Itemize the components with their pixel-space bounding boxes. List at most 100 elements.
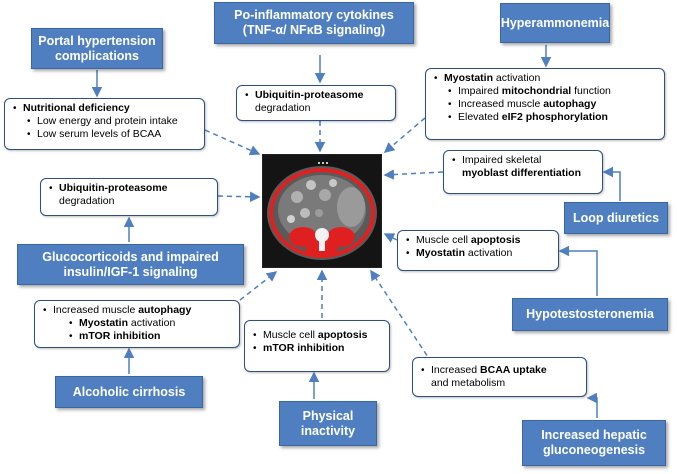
effect-bold-text: Myostatin: [444, 72, 494, 84]
arrow-loop-to-myoblast: [602, 166, 621, 201]
effect-text: Muscle cell: [416, 234, 471, 246]
right-psoas: [327, 227, 355, 247]
effect-item: Increased BCAA uptake: [419, 364, 580, 377]
cause-line: Po-inflammatory cytokines: [234, 8, 394, 22]
effect-text: activation: [465, 247, 513, 259]
cause-hyperammonemia: Hyperammonemia: [500, 3, 610, 43]
effect-subitem: Impaired mitochondrial function: [432, 85, 658, 98]
effect-item: Increased muscle autophagy: [41, 304, 233, 317]
effect-bold-text: apoptosis: [470, 234, 521, 246]
effect-subitem: Elevated eIF2 phosphorylation: [432, 111, 658, 124]
effect-text: Increased muscle: [458, 98, 544, 110]
effect-muscle-autophagy: Increased muscle autophagy Myostatin act…: [34, 300, 240, 348]
effect-myostatin-activation: Myostatin activation Impaired mitochondr…: [425, 68, 665, 140]
effect-item: Ubiquitin-proteasome: [243, 89, 389, 102]
effect-bold-text: Myostatin: [416, 247, 466, 259]
cause-hypotestosteronemia: Hypotestosteronemia: [512, 298, 668, 331]
cause-line: inactivity: [300, 423, 356, 438]
effect-subitem: Low serum levels of BCAA: [11, 128, 198, 141]
ct-muscle-cross-section: [263, 155, 381, 267]
effect-item-continued: myoblast differentiation: [450, 167, 596, 180]
effect-item: Myostatin activation: [404, 247, 552, 260]
effect-ubiquitin-proteasome-left: Ubiquitin-proteasome degradation: [40, 178, 218, 216]
arrow-hypotest-to-apoptosis: [558, 245, 598, 296]
dash-myoblast: [383, 169, 444, 180]
left-psoas: [289, 227, 317, 247]
effect-item: Muscle cell apoptosis: [251, 329, 383, 342]
cause-line: Portal hypertension: [38, 33, 156, 48]
effect-bold-text: Ubiquitin-proteasome: [255, 89, 364, 101]
cause-line: Physical: [302, 408, 354, 423]
vertebra: [315, 228, 329, 242]
dash-ups-left: [217, 191, 261, 203]
effect-subitem: Increased muscle autophagy: [432, 98, 658, 111]
dashed-connectors: [204, 117, 444, 364]
effect-bold-text: mitochondrial: [501, 85, 572, 97]
ct-scan-image: [263, 155, 381, 267]
effect-bold-text: Nutritional deficiency: [23, 102, 130, 114]
effect-item-continued: and metabolism: [431, 377, 506, 389]
cause-line: Increased hepatic: [541, 428, 647, 442]
cause-line: Loop diuretics: [572, 210, 660, 225]
effect-item: Impaired skeletal: [450, 154, 596, 167]
arrow-gluconeo-to-bcaa: [586, 392, 598, 418]
effect-bold-text: eIF2 phosphorylation: [501, 111, 608, 123]
dash-autophagy: [239, 271, 278, 301]
cause-line: (TNF-α/ NFκB signaling): [242, 23, 386, 37]
cause-line: Hypotestosteronemia: [526, 307, 654, 321]
effect-text: activation: [128, 317, 176, 329]
effect-bold-text: myoblast differentiation: [462, 167, 582, 179]
effect-text: Impaired: [458, 85, 502, 97]
effect-bold-text: Myostatin: [79, 317, 129, 329]
effect-bold-text: autophagy: [138, 304, 192, 316]
effect-bcaa-uptake: Increased BCAA uptake and metabolism: [412, 357, 587, 397]
cause-proinflammatory-cytokines: Po-inflammatory cytokines (TNF-α/ NFκB s…: [214, 2, 414, 44]
cause-alcoholic-cirrhosis: Alcoholic cirrhosis: [55, 376, 203, 408]
effect-ubiquitin-proteasome-top: Ubiquitin-proteasome degradation: [236, 85, 396, 121]
cause-loop-diuretics: Loop diuretics: [564, 202, 668, 234]
effect-bold-text: apoptosis: [317, 329, 368, 341]
effect-text: Muscle cell: [263, 329, 318, 341]
cause-line: Glucocorticoids and impaired: [42, 249, 219, 264]
cause-physical-inactivity: Physical inactivity: [279, 401, 377, 446]
effect-apoptosis-center: Muscle cell apoptosis mTOR inhibition: [244, 320, 390, 372]
cause-line: gluconeogenesis: [542, 443, 646, 457]
effect-item: Muscle cell apoptosis: [404, 234, 552, 247]
effect-text: Elevated: [458, 111, 502, 123]
effect-nutritional-deficiency: Nutritional deficiency Low energy and pr…: [4, 98, 205, 150]
effect-apoptosis-right: Muscle cell apoptosis Myostatin activati…: [397, 230, 559, 271]
cause-portal-hypertension: Portal hypertension complications: [31, 28, 163, 69]
effect-item: Nutritional deficiency: [11, 102, 198, 115]
effect-text: activation: [493, 72, 541, 84]
dash-nutrition: [204, 129, 261, 156]
effect-bold-text: BCAA uptake: [480, 364, 547, 376]
cause-line: insulin/IGF-1 signaling: [63, 264, 198, 279]
effect-item: mTOR inhibition: [251, 342, 383, 355]
cause-line: Alcoholic cirrhosis: [72, 384, 186, 399]
cause-line: complications: [54, 48, 140, 63]
effect-bold-text: mTOR inhibition: [263, 342, 345, 354]
solid-connectors: [91, 45, 621, 418]
cause-hepatic-gluconeogenesis: Increased hepatic gluconeogenesis: [522, 420, 666, 466]
effect-item: Myostatin activation: [432, 72, 658, 85]
effect-text: Increased muscle: [53, 304, 139, 316]
liver-shadow: [337, 187, 365, 227]
effect-bold-text: autophagy: [543, 98, 597, 110]
effect-bold-text: Ubiquitin-proteasome: [59, 182, 168, 194]
effect-text: Increased: [431, 364, 481, 376]
dash-bcaa: [370, 269, 433, 364]
cause-glucocorticoids: Glucocorticoids and impaired insulin/IGF…: [17, 244, 244, 285]
effect-subitem: Myostatin activation: [41, 317, 233, 330]
effect-text: function: [571, 85, 611, 97]
effect-subitem: mTOR inhibition: [41, 330, 233, 343]
effect-item-continued: degradation: [255, 102, 311, 114]
effect-item: Ubiquitin-proteasome: [47, 182, 211, 195]
effect-bold-text: mTOR inhibition: [79, 330, 161, 342]
cause-line: Hyperammonemia: [500, 15, 610, 30]
effect-item-continued: degradation: [59, 195, 115, 207]
dash-apoptosis-right: [383, 233, 398, 243]
effect-subitem: Low energy and protein intake: [11, 115, 198, 128]
effect-myoblast-differentiation: Impaired skeletal myoblast differentiati…: [443, 150, 603, 194]
dash-myostatin: [383, 117, 426, 153]
